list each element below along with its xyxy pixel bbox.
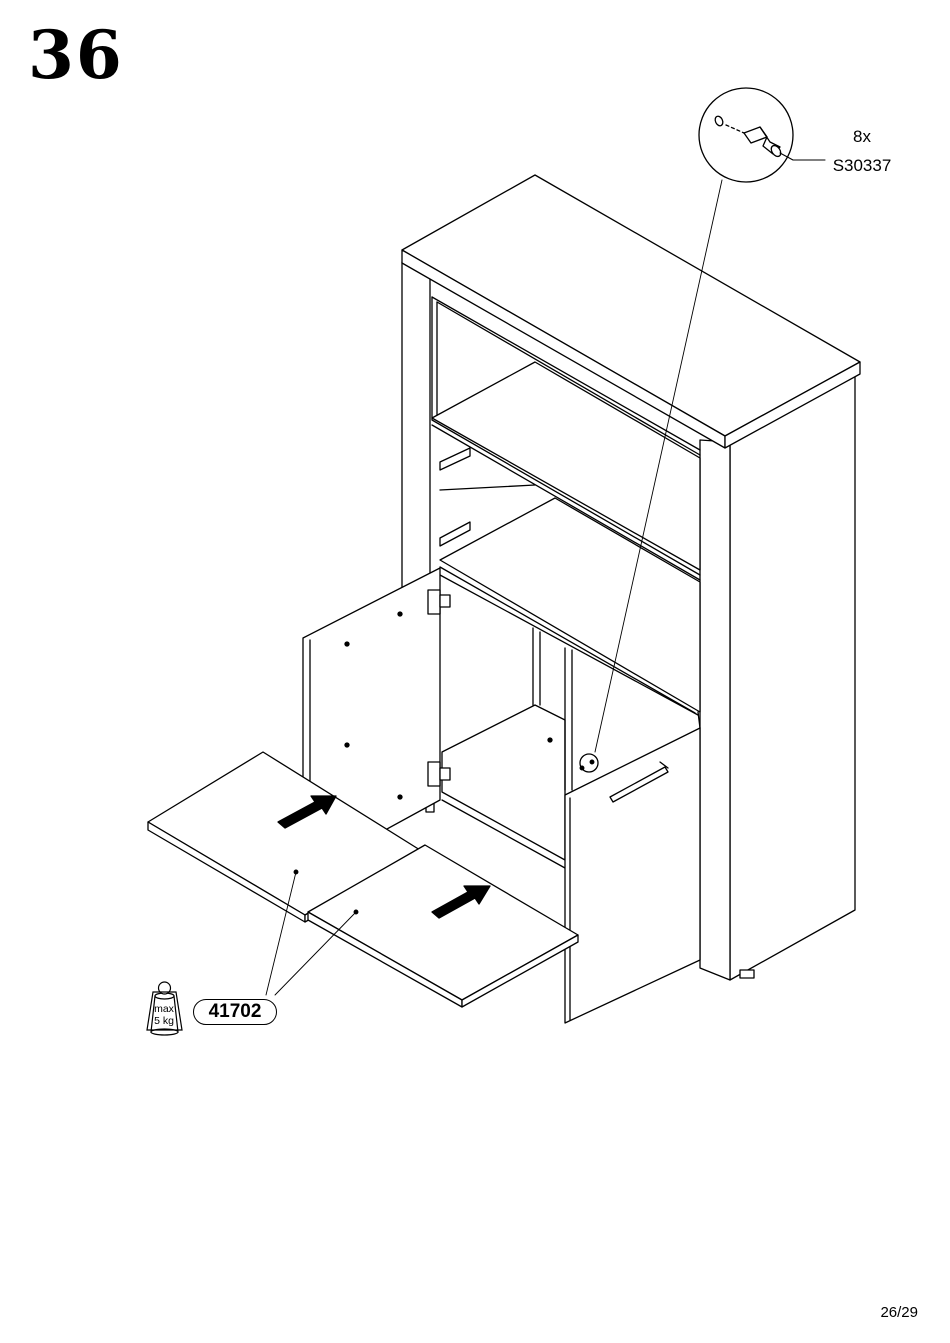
cabinet-front-stile-left	[402, 262, 430, 598]
weight-limit-line1: max	[144, 1003, 184, 1015]
weight-limit-line2: 5 kg	[144, 1015, 184, 1027]
shelf-part-code: 41702	[193, 999, 277, 1025]
cabinet-side-panel	[730, 370, 855, 980]
lower-compartment-floor	[442, 705, 565, 860]
right-door[interactable]	[565, 728, 700, 1023]
weight-limit-label: max 5 kg	[144, 1003, 184, 1027]
cabinet-front-stile-right	[700, 440, 730, 980]
hardware-code: S30337	[820, 156, 904, 176]
page-number: 26/29	[880, 1304, 918, 1321]
hardware-quantity: 8x	[838, 127, 886, 147]
